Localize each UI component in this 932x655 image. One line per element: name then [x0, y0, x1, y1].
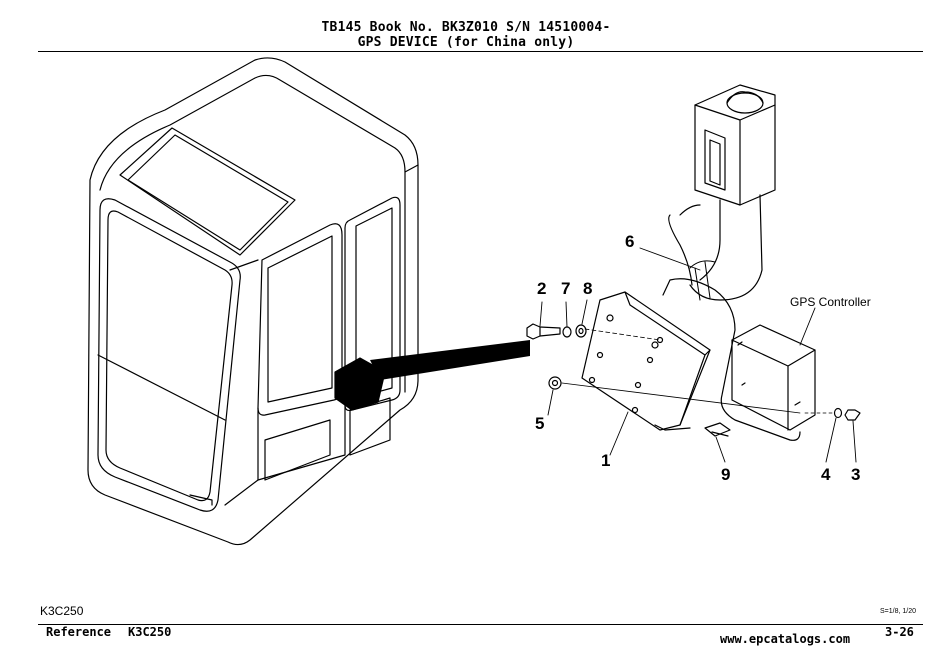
reference-label: Reference: [46, 625, 112, 639]
watermark: www.epcatalogs.com: [720, 632, 851, 646]
nut-5: [548, 376, 801, 414]
bolt-assembly-left: [526, 323, 661, 341]
header-title: TB145 Book No. BK3Z010 S/N 14510004-: [321, 20, 611, 35]
bolt-assembly-right: [804, 407, 861, 421]
callout-2: 2: [537, 279, 547, 298]
callout-4: 4: [821, 465, 831, 484]
bracket-plate: [581, 291, 711, 431]
callout-6: 6: [625, 232, 635, 251]
gps-controller-label: GPS Controller: [790, 295, 871, 309]
callout-5: 5: [535, 414, 545, 433]
callout-9: 9: [721, 465, 731, 484]
display-unit: [668, 84, 776, 301]
callout-3: 3: [851, 465, 861, 484]
page-number: 3-26: [885, 625, 914, 639]
cable-clip: [704, 422, 731, 437]
callout-7: 7: [561, 279, 571, 298]
callout-8: 8: [583, 279, 593, 298]
bottom-rule: [38, 624, 923, 625]
leader-lines: [539, 247, 857, 463]
top-rule: [38, 51, 923, 52]
reference-value: K3C250: [128, 625, 172, 639]
cab-illustration: [87, 57, 419, 546]
wire-harness: [662, 260, 801, 441]
header-subtitle: GPS DEVICE (for China only): [357, 35, 575, 50]
footer-code: K3C250: [40, 604, 84, 618]
footer-scale: S=1/8, 1/20: [880, 608, 917, 615]
gps-controller-box: [731, 324, 816, 431]
gps-location-marker: [334, 340, 530, 411]
callout-1: 1: [601, 451, 611, 470]
